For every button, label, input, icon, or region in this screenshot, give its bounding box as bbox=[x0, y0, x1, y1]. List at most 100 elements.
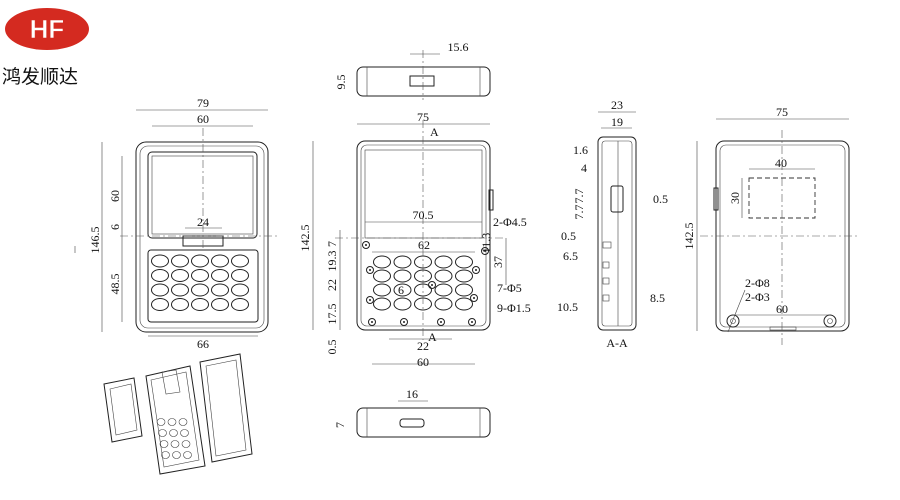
key-opening bbox=[393, 297, 412, 311]
key-outline bbox=[170, 440, 180, 448]
key-opening bbox=[393, 255, 412, 269]
dim-depth: 23 bbox=[611, 98, 623, 112]
key-outline bbox=[158, 429, 167, 437]
dim-screen-height: 60 bbox=[108, 190, 122, 202]
dim-1-6: 1.6 bbox=[573, 143, 588, 157]
screw-hole bbox=[369, 269, 371, 271]
dim-screen-width: 60 bbox=[197, 112, 209, 126]
screw-hole bbox=[473, 297, 475, 299]
dim-37: 37 bbox=[491, 256, 505, 268]
brand-logo: HF bbox=[5, 8, 89, 50]
dim-7: 7 bbox=[325, 241, 339, 247]
key-outline bbox=[151, 283, 169, 297]
screw-hole bbox=[369, 299, 371, 301]
dim-top-opening: 15.6 bbox=[448, 40, 469, 54]
screw-boss bbox=[468, 318, 476, 326]
dim-0-5-b: 0.5 bbox=[561, 229, 576, 243]
key-outline bbox=[191, 269, 209, 282]
key-outline bbox=[211, 283, 229, 297]
dim-height: 146.5 bbox=[88, 227, 102, 254]
dim-gap: 6 bbox=[108, 224, 122, 230]
key-opening bbox=[434, 283, 453, 297]
key-outline bbox=[172, 451, 181, 459]
key-outline bbox=[191, 283, 209, 297]
screw-hole bbox=[471, 321, 473, 323]
key-outline bbox=[171, 298, 189, 311]
key-outline bbox=[231, 269, 249, 282]
dim-bottom-height: 7 bbox=[333, 422, 347, 428]
bottom-view: 16 7 bbox=[333, 387, 491, 438]
section-title: A-A bbox=[606, 336, 628, 350]
key-outline bbox=[171, 269, 189, 282]
key-outline bbox=[159, 440, 169, 448]
key-outline bbox=[171, 283, 189, 297]
key-opening bbox=[373, 283, 391, 297]
section-view: 23 19 1.6 4 7.7 7.7 0.5 0.5 6.5 10.5 8.5… bbox=[557, 98, 668, 350]
front-view: 79 60 60 6 146.5 24 48.5 66 bbox=[74, 96, 278, 351]
dim-0-5: 0.5 bbox=[325, 340, 339, 355]
key-opening bbox=[455, 297, 473, 311]
screw-boss bbox=[481, 247, 489, 255]
key-opening bbox=[373, 255, 391, 269]
key-outline bbox=[180, 429, 189, 437]
dim-inner-depth: 19 bbox=[611, 115, 623, 129]
key-outline bbox=[211, 269, 229, 282]
dim-keypad-height: 48.5 bbox=[108, 274, 122, 295]
key-outline bbox=[171, 254, 189, 268]
dim-label-width: 40 bbox=[775, 156, 787, 170]
dim-11-3: 11.3 bbox=[479, 233, 493, 254]
key-outline bbox=[161, 451, 170, 459]
dim-width: 79 bbox=[197, 96, 209, 110]
key-outline bbox=[231, 254, 249, 268]
dim-10-5: 10.5 bbox=[557, 300, 578, 314]
dim-bottom-width: 66 bbox=[197, 337, 209, 351]
dim-0-5-a: 0.5 bbox=[653, 192, 668, 206]
screw-boss bbox=[472, 266, 480, 274]
dim-holes-a: 2-Φ4.5 bbox=[493, 215, 527, 229]
key-opening bbox=[373, 297, 391, 311]
dim-inner-view-width: 75 bbox=[417, 110, 429, 124]
dim-inner-view-height: 142.5 bbox=[298, 225, 312, 252]
key-opening bbox=[434, 269, 453, 283]
dim-back-height: 142.5 bbox=[682, 223, 696, 250]
dim-inner-width: 70.5 bbox=[413, 208, 434, 222]
key-outline bbox=[181, 440, 191, 448]
back-view: 75 40 30 142.5 2-Φ8 2-Φ3 60 bbox=[682, 105, 858, 345]
dim-hole-spacing: 60 bbox=[417, 355, 429, 369]
key-outline bbox=[151, 298, 169, 311]
dim-7-7-b: 7.7 bbox=[572, 205, 586, 220]
dim-holes-c: 9-Φ1.5 bbox=[497, 301, 531, 315]
dim-rib-width: 62 bbox=[418, 238, 430, 252]
screw-hole bbox=[431, 284, 433, 286]
key-opening bbox=[373, 269, 391, 283]
screw-boss bbox=[428, 281, 436, 289]
screw-hole bbox=[475, 269, 477, 271]
key-outline bbox=[169, 429, 178, 437]
key-outline bbox=[191, 254, 209, 268]
key-outline bbox=[211, 298, 229, 311]
dim-6-5: 6.5 bbox=[563, 249, 578, 263]
screw-boss bbox=[400, 318, 408, 326]
dim-notch-width: 22 bbox=[417, 339, 429, 353]
key-opening bbox=[393, 269, 412, 283]
dim-top-height: 9.5 bbox=[334, 75, 348, 90]
brand-name: 鸿发顺达 bbox=[2, 66, 79, 88]
dim-8-5: 8.5 bbox=[650, 291, 665, 305]
section-mark-top: A bbox=[430, 125, 439, 139]
key-outline bbox=[151, 269, 169, 282]
dim-19-3: 19.3 bbox=[325, 251, 339, 272]
screw-boss bbox=[362, 241, 370, 249]
dim-back-width: 75 bbox=[776, 105, 788, 119]
inner-view: 75 A 142.5 70.5 2-Φ4.5 62 11.3 7 19.3 37… bbox=[298, 110, 531, 369]
key-outline bbox=[211, 254, 229, 268]
key-outline bbox=[231, 298, 249, 311]
dim-bottom-opening: 16 bbox=[406, 387, 418, 401]
key-opening bbox=[393, 283, 412, 297]
screw-hole bbox=[371, 321, 373, 323]
key-outline bbox=[151, 254, 169, 268]
exploded-view bbox=[103, 353, 253, 475]
dim-6: 6 bbox=[398, 283, 404, 297]
logo-text: HF bbox=[30, 14, 65, 44]
dim-back-holes-b: 2-Φ3 bbox=[745, 290, 770, 304]
